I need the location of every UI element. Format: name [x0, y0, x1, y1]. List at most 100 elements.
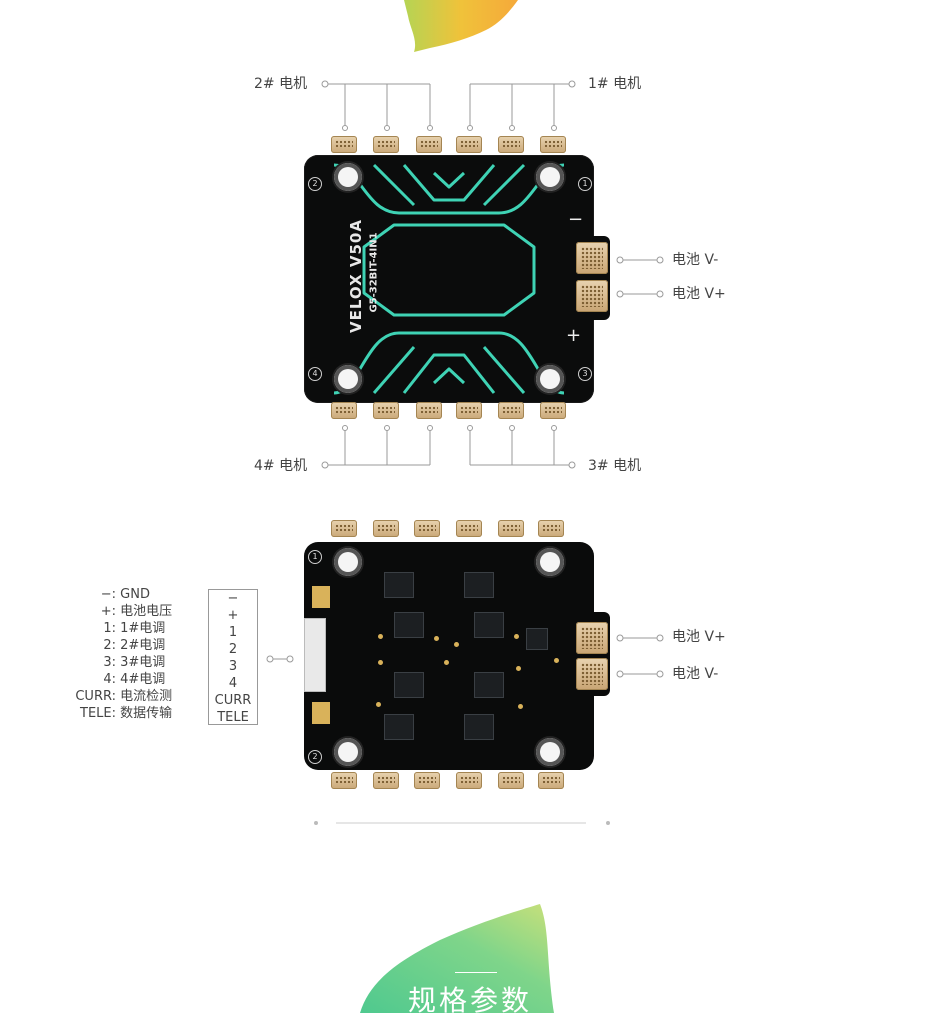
motor-pad: [331, 402, 357, 419]
motor-pad: [373, 520, 399, 537]
motor-pad: [456, 402, 482, 419]
pin-legend: −: GND +: 电池电压 1: 1#电调 2: 2#电调 3: 3#电调 4…: [64, 586, 172, 722]
motor-pad: [456, 772, 482, 789]
battery-neg-pad: [576, 242, 608, 274]
via-dot: [378, 660, 383, 665]
motor-pad: [416, 136, 442, 153]
bottom-leader-lines: [266, 634, 664, 825]
via-dot: [514, 634, 519, 639]
mcu-chip: [394, 672, 424, 698]
mount-hole: [536, 738, 564, 766]
mcu-chip: [394, 612, 424, 638]
minus-mark: −: [568, 209, 584, 230]
motor-pad: [373, 772, 399, 789]
corner-number: 1: [578, 177, 592, 191]
title-divider: [455, 972, 497, 973]
battery-pos-label-bottom: 电池 V+: [672, 629, 726, 645]
esc-board-top-view: 2 1 4 3 VELOX V50A G5-32BIT-4IN1 − +: [304, 155, 594, 403]
battery-neg-pad: [576, 658, 608, 690]
motor3-label: 3# 电机: [588, 458, 642, 474]
pin-legend-row: TELE: 数据传输: [80, 706, 173, 721]
motor-pad: [498, 520, 524, 537]
via-dot: [376, 702, 381, 707]
motor-pad: [331, 520, 357, 537]
motor-pad: [538, 520, 564, 537]
mount-hole: [334, 738, 362, 766]
mosfet-chip: [464, 572, 494, 598]
mount-hole: [536, 365, 564, 393]
corner-number: 3: [578, 367, 592, 381]
pin-label: 2: [228, 642, 238, 657]
battery-pos-pad: [576, 280, 608, 312]
battery-pos-pad: [576, 622, 608, 654]
mosfet-chip: [384, 714, 414, 740]
motor-pad: [540, 402, 566, 419]
pin-label: +: [227, 608, 239, 623]
motor-pad: [540, 136, 566, 153]
mcu-chip: [474, 612, 504, 638]
pin-label: 3: [228, 659, 238, 674]
section-title: 规格参数: [407, 984, 532, 1017]
sensor-chip: [526, 628, 548, 650]
mount-hole: [334, 548, 362, 576]
motor1-label: 1# 电机: [588, 76, 642, 92]
mcu-chip: [474, 672, 504, 698]
via-dot: [444, 660, 449, 665]
corner-number: 1: [308, 550, 322, 564]
motor-pad: [456, 520, 482, 537]
pin-label: TELE: [217, 710, 249, 725]
motor-pad: [498, 772, 524, 789]
smd-component: [312, 702, 330, 724]
top-brush-decoration: [404, 0, 518, 52]
top-leader-lines: [321, 80, 664, 469]
plus-mark: +: [566, 325, 582, 346]
mount-hole: [536, 163, 564, 191]
battery-neg-label-bottom: 电池 V-: [672, 666, 719, 682]
motor-pad: [373, 136, 399, 153]
motor-pad: [498, 136, 524, 153]
pin-legend-row: −: GND: [100, 587, 150, 602]
pin-legend-row: CURR: 电流检测: [75, 689, 173, 704]
mount-hole: [536, 548, 564, 576]
pin-legend-row: +: 电池电压: [100, 604, 173, 619]
pin-label: 4: [228, 676, 238, 691]
motor-pad: [456, 136, 482, 153]
pin-label: CURR: [214, 693, 252, 708]
via-dot: [554, 658, 559, 663]
motor-pad: [331, 772, 357, 789]
motor-pad: [373, 402, 399, 419]
motor2-label: 2# 电机: [254, 76, 308, 92]
via-dot: [454, 642, 459, 647]
signal-connector: [304, 618, 326, 692]
pin-legend-row: 4: 4#电调: [103, 672, 166, 687]
corner-number: 4: [308, 367, 322, 381]
battery-pos-label-top: 电池 V+: [672, 286, 726, 302]
corner-number: 2: [308, 750, 322, 764]
mount-hole: [334, 365, 362, 393]
motor-pad: [538, 772, 564, 789]
motor-pad: [498, 402, 524, 419]
model-text: G5-32BIT-4IN1: [368, 232, 380, 313]
bottom-brush-decoration: [360, 904, 554, 1013]
motor-pad: [414, 520, 440, 537]
pin-box: − + 1 2 3 4 CURR TELE: [208, 589, 258, 725]
pin-legend-row: 2: 2#电调: [103, 638, 166, 653]
pin-legend-row: 3: 3#电调: [103, 655, 166, 670]
battery-neg-label-top: 电池 V-: [672, 252, 719, 268]
esc-board-bottom-view: 1 2: [304, 542, 594, 770]
via-dot: [434, 636, 439, 641]
pin-label: −: [227, 591, 239, 606]
via-dot: [518, 704, 523, 709]
via-dot: [378, 634, 383, 639]
motor-pad: [331, 136, 357, 153]
brand-text: VELOX V50A: [347, 219, 365, 333]
mosfet-chip: [464, 714, 494, 740]
corner-number: 2: [308, 177, 322, 191]
mosfet-chip: [384, 572, 414, 598]
mount-hole: [334, 163, 362, 191]
via-dot: [516, 666, 521, 671]
motor-pad: [414, 772, 440, 789]
motor4-label: 4# 电机: [254, 458, 308, 474]
smd-component: [312, 586, 330, 608]
pin-legend-row: 1: 1#电调: [103, 621, 166, 636]
